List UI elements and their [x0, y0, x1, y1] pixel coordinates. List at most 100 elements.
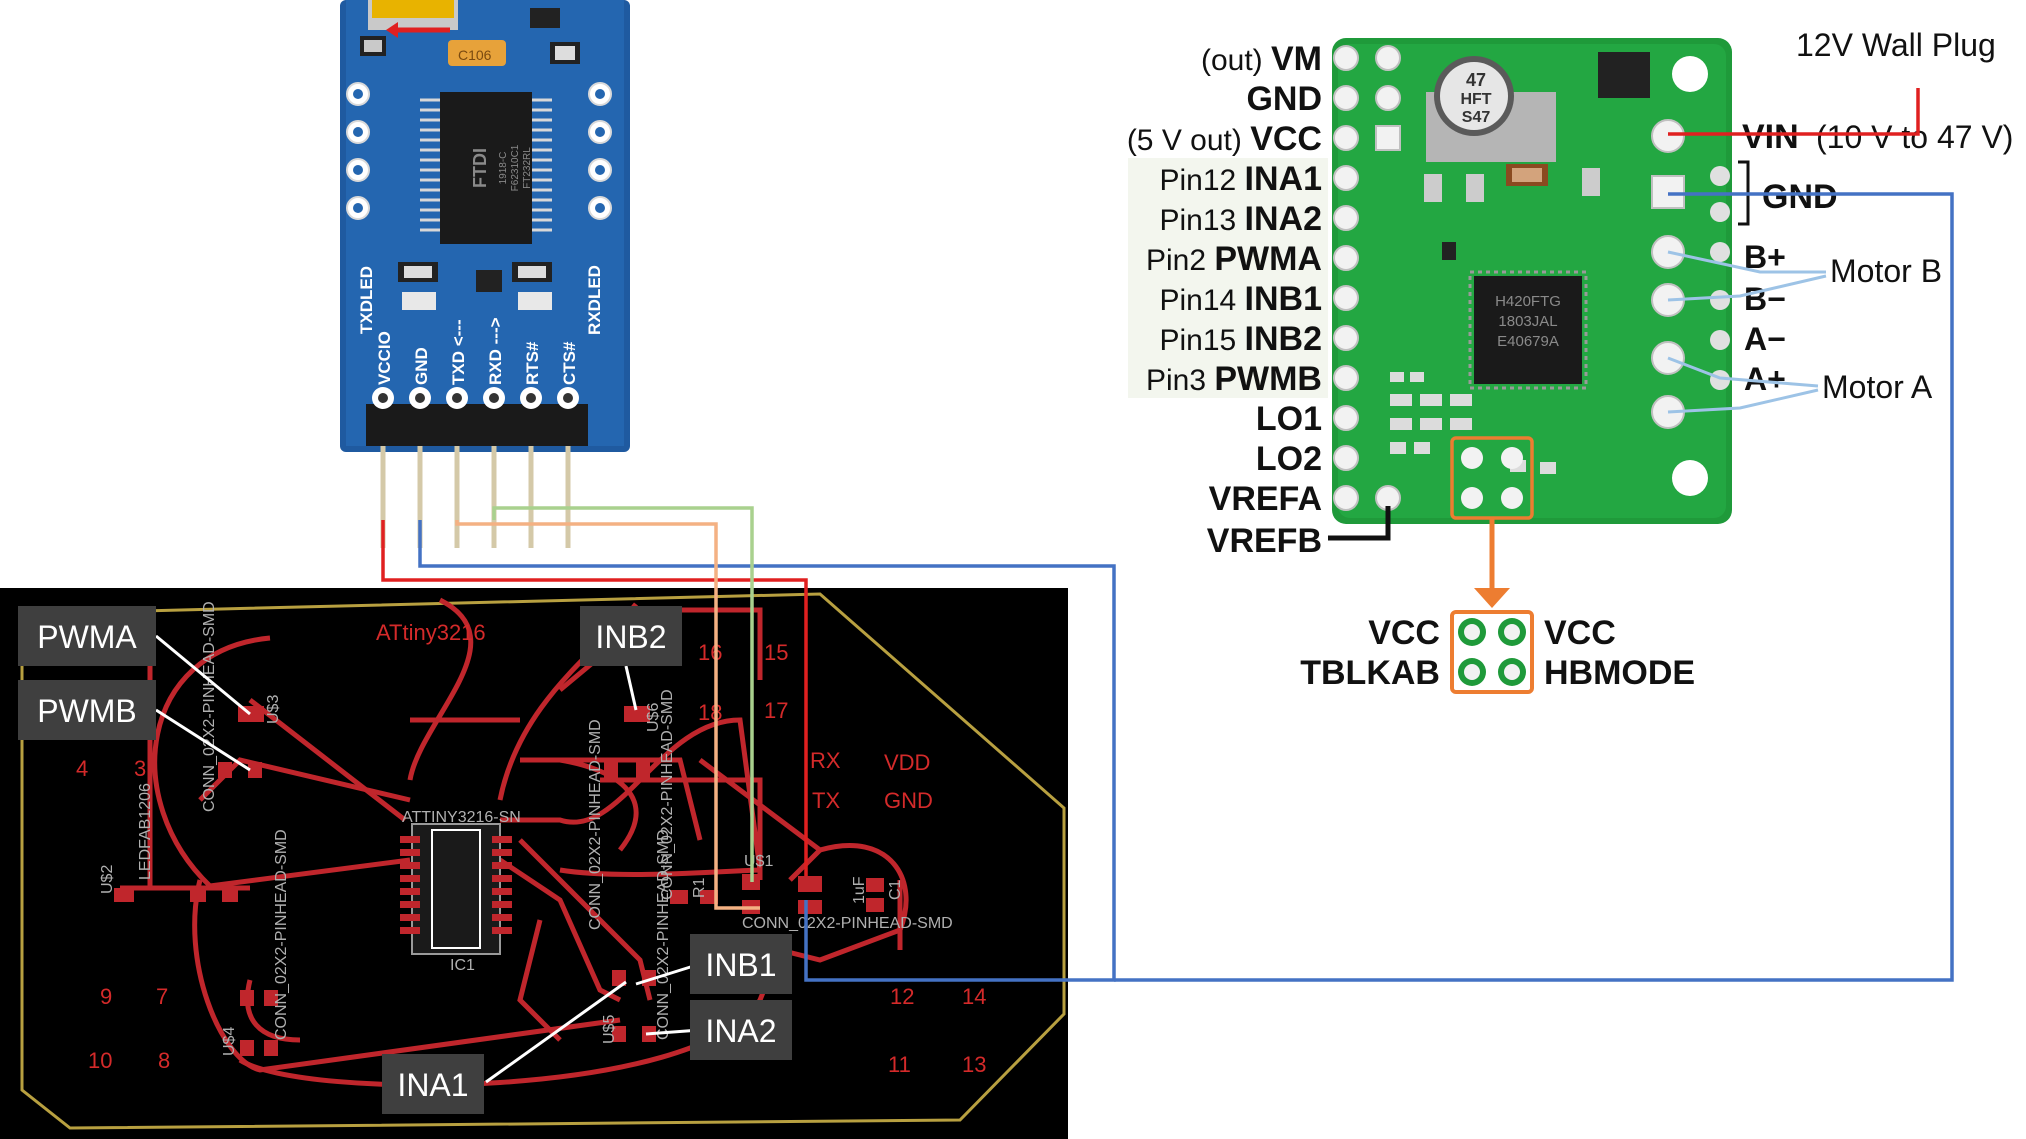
- pcb-pads: [114, 706, 884, 1056]
- ftdi-board: C106 FTDI 1918-C F62310C1 FT232RL: [340, 0, 630, 548]
- svg-text:1803JAL: 1803JAL: [1498, 313, 1557, 330]
- wall-plug-label: 12V Wall Plug: [1796, 27, 1996, 63]
- rxdled-label: RXDLED: [585, 265, 604, 335]
- driver-pin-pad: [1333, 245, 1359, 271]
- driver-pin-pad: [1333, 285, 1359, 311]
- svg-text:18: 18: [698, 700, 722, 725]
- pin-header: [366, 404, 588, 446]
- pin-highlight: [1128, 198, 1328, 238]
- svg-text:3: 3: [134, 756, 146, 781]
- svg-text:CONN_02X2-PINHEAD-SMD: CONN_02X2-PINHEAD-SMD: [659, 689, 676, 900]
- svg-text:15: 15: [764, 640, 788, 665]
- svg-text:FTDI: FTDI: [470, 148, 490, 188]
- svg-text:HFT: HFT: [1460, 91, 1491, 108]
- svg-text:CTS#: CTS#: [560, 341, 579, 385]
- vrefb-bracket: [1328, 506, 1391, 541]
- driver-pin-pad: [1333, 365, 1359, 391]
- a-plus-label: A+: [1744, 361, 1786, 397]
- svg-text:FT232RL: FT232RL: [522, 147, 533, 189]
- svg-text:U$3: U$3: [265, 695, 282, 724]
- vin-label: VIN: [1742, 118, 1799, 156]
- wires: [381, 88, 1954, 982]
- svg-text:U$6: U$6: [645, 703, 662, 732]
- rx-label: RX: [810, 748, 841, 773]
- wire-rx: [492, 506, 754, 882]
- svg-text:GND: GND: [412, 347, 431, 385]
- driver-pin-pad: [1375, 85, 1401, 111]
- motor-a-label: Motor A: [1822, 369, 1933, 405]
- right-gnd-label: GND: [1762, 178, 1838, 216]
- board-outline: [20, 592, 1066, 1130]
- driver-pin-label-ina1: Pin12 INA1: [1159, 160, 1322, 198]
- driver-pin-label-pwma: Pin2 PWMA: [1146, 240, 1322, 278]
- pin-highlight: [1128, 238, 1328, 278]
- vdd-label: VDD: [884, 750, 930, 775]
- wire-driver-gnd: [1114, 192, 1954, 982]
- a-minus-label: A−: [1744, 321, 1786, 357]
- svg-text:RXD --->: RXD --->: [486, 317, 505, 385]
- driver-pin-pad: [1333, 205, 1359, 231]
- driver-right-labels: VIN (10 V to 47 V) GND B+ B− A− A+ Motor…: [1738, 27, 2013, 405]
- pcb-title: ATtiny3216: [376, 620, 486, 645]
- wire-12v: [1668, 88, 1920, 136]
- svg-text:VCCIO: VCCIO: [375, 331, 394, 385]
- vin-range-label: (10 V to 47 V): [1816, 119, 2013, 155]
- svg-text:CONN_02X2-PINHEAD-SMD: CONN_02X2-PINHEAD-SMD: [655, 829, 672, 1040]
- driver-pin-pad: [1333, 485, 1359, 511]
- ic-label: IC1: [450, 957, 475, 974]
- callout-pwma: PWMA: [37, 619, 137, 655]
- jumper-tblkab: TBLKAB: [1300, 654, 1440, 692]
- chip-label: ATTINY3216-SN: [402, 809, 521, 826]
- onboard-jumper-block: [1450, 436, 1534, 520]
- driver-pin-pad: [1333, 45, 1359, 71]
- svg-text:17: 17: [764, 698, 788, 723]
- attiny-pcb: ATTINY3216-SN IC1 ATtiny3216 CONN_02X2-P…: [0, 588, 1068, 1139]
- svg-text:1uF: 1uF: [851, 876, 868, 904]
- jumper-hbmode: HBMODE: [1544, 654, 1695, 692]
- svg-text:9: 9: [100, 984, 112, 1009]
- svg-text:CONN_02X2-PINHEAD-SMD: CONN_02X2-PINHEAD-SMD: [587, 719, 604, 930]
- callout-pwmb: PWMB: [37, 693, 137, 729]
- pcb-callouts: PWMA PWMB INB2 INB1 INA2 INA1: [18, 606, 792, 1114]
- rx-led: [518, 292, 552, 310]
- svg-text:CONN_02X2-PINHEAD-SMD: CONN_02X2-PINHEAD-SMD: [742, 915, 953, 932]
- svg-text:H420FTG: H420FTG: [1495, 293, 1561, 310]
- svg-text:1918-C: 1918-C: [498, 152, 509, 185]
- ftdi-pin-labels: VCCIO GND TXD <--- RXD ---> RTS# CTS#: [375, 317, 579, 385]
- capacitor: [448, 40, 506, 66]
- txdled-label: TXDLED: [357, 266, 376, 334]
- svg-text:8: 8: [158, 1048, 170, 1073]
- callout-ina1: INA1: [397, 1067, 468, 1103]
- wire-tx: [455, 520, 760, 910]
- driver-pin-label-lo1: LO1: [1256, 400, 1322, 438]
- jumper-vcc-left: VCC: [1368, 614, 1440, 652]
- driver-chip: H420FTG 1803JAL E40679A: [1468, 270, 1588, 390]
- driver-pin-pad: [1333, 325, 1359, 351]
- svg-text:TXD <---: TXD <---: [449, 319, 468, 385]
- svg-text:16: 16: [698, 640, 722, 665]
- svg-text:U$2: U$2: [99, 865, 116, 894]
- driver-pin-pad: [1333, 405, 1359, 431]
- driver-pin-label-pwmb: Pin3 PWMB: [1146, 360, 1322, 398]
- svg-text:U$4: U$4: [221, 1027, 238, 1056]
- ftdi-chip: FTDI 1918-C F62310C1 FT232RL: [420, 92, 552, 244]
- pin-highlight: [1128, 318, 1328, 358]
- callout-ina2: INA2: [705, 1013, 776, 1049]
- jumper-vcc-right: VCC: [1544, 614, 1616, 652]
- svg-text:LEDFAB1206: LEDFAB1206: [137, 783, 154, 880]
- svg-text:E40679A: E40679A: [1497, 333, 1559, 350]
- svg-text:14: 14: [962, 984, 986, 1009]
- motor-b-label: Motor B: [1830, 253, 1942, 289]
- pin-highlight: [1128, 358, 1328, 398]
- svg-text:CONN_02X2-PINHEAD-SMD: CONN_02X2-PINHEAD-SMD: [273, 829, 290, 1040]
- callout-inb1: INB1: [705, 947, 776, 983]
- arrow-down-icon: [1474, 588, 1510, 608]
- svg-text:47: 47: [1466, 70, 1486, 90]
- driver-left-pin-column: [1333, 45, 1401, 511]
- svg-text:U$1: U$1: [744, 853, 773, 870]
- driver-pin-pad: [1375, 125, 1401, 151]
- driver-pin-pad: [1333, 445, 1359, 471]
- svg-text:R1: R1: [691, 877, 708, 898]
- svg-text:10: 10: [88, 1048, 112, 1073]
